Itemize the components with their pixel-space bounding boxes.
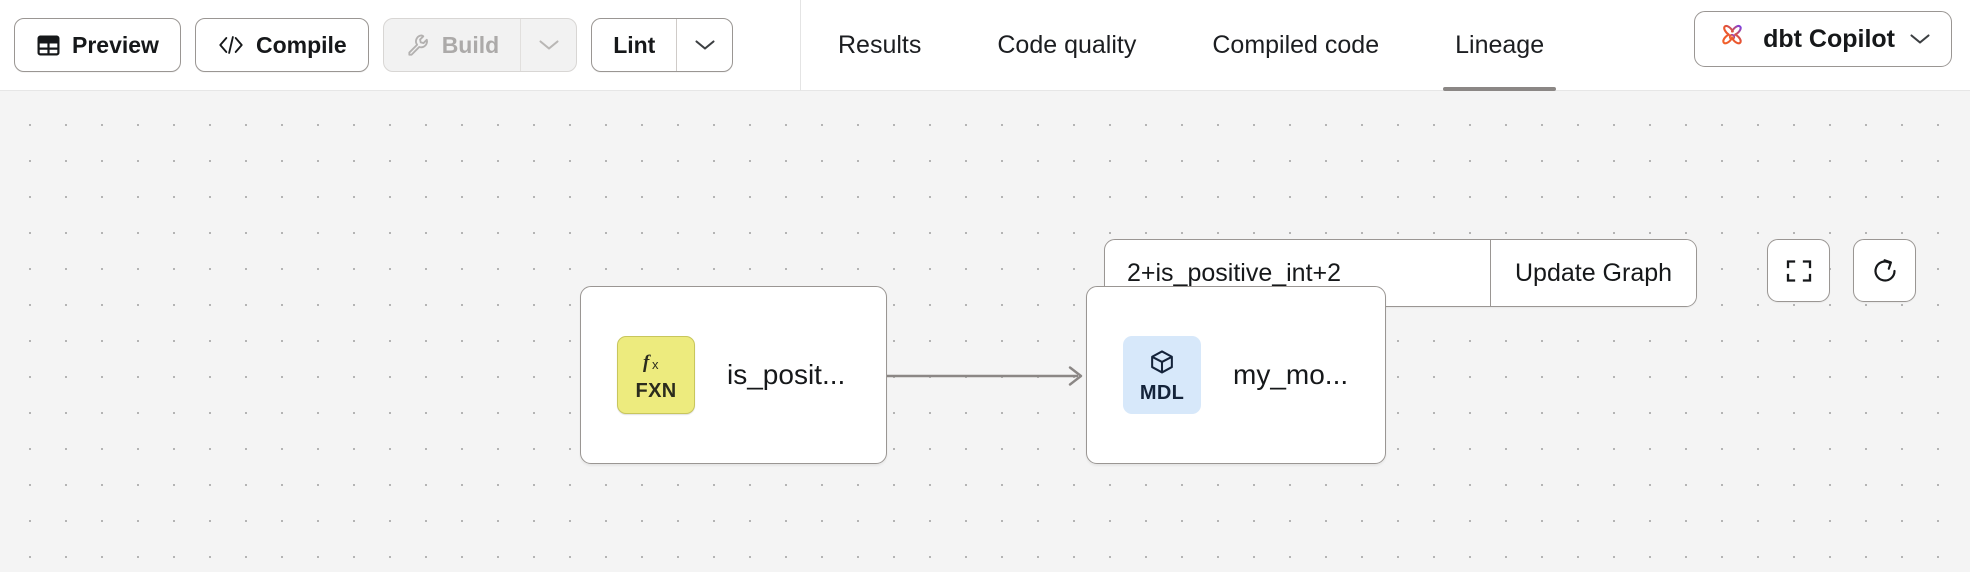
reset-graph-button[interactable] xyxy=(1853,239,1916,302)
header-bar: Preview Compile xyxy=(0,0,1970,91)
tab-results[interactable]: Results xyxy=(800,0,959,91)
build-button: Build xyxy=(384,19,521,71)
model-node-label: my_mo... xyxy=(1233,359,1349,390)
cube-icon xyxy=(1147,348,1177,382)
code-icon xyxy=(217,34,245,56)
tab-compiled-code[interactable]: Compiled code xyxy=(1174,0,1417,91)
lint-dropdown-toggle[interactable] xyxy=(676,19,732,71)
tab-compiled-code-label: Compiled code xyxy=(1212,31,1380,59)
model-node-badge: MDL xyxy=(1123,336,1201,414)
tab-code-quality[interactable]: Code quality xyxy=(959,0,1174,91)
tab-code-quality-label: Code quality xyxy=(997,31,1137,59)
lint-button-group[interactable]: Lint xyxy=(591,18,734,72)
svg-text:x: x xyxy=(652,357,659,372)
tab-lineage-label: Lineage xyxy=(1455,31,1545,59)
compile-button[interactable]: Compile xyxy=(194,18,369,72)
lint-button-label: Lint xyxy=(613,31,656,58)
dbt-copilot-label: dbt Copilot xyxy=(1763,24,1895,53)
wrench-icon xyxy=(405,32,431,58)
table-icon xyxy=(36,33,61,58)
dbt-copilot-button[interactable]: dbt Copilot xyxy=(1694,11,1952,67)
lint-button[interactable]: Lint xyxy=(592,19,676,71)
fit-view-button[interactable] xyxy=(1767,239,1830,302)
build-button-label: Build xyxy=(441,31,500,58)
function-icon: f x xyxy=(641,350,671,380)
chevron-down-icon xyxy=(1909,32,1931,46)
fit-view-icon xyxy=(1784,256,1814,286)
tab-lineage[interactable]: Lineage xyxy=(1417,0,1582,91)
function-node-badge: f x FXN xyxy=(617,336,695,414)
dbt-copilot-atom-icon xyxy=(1715,22,1749,56)
tab-bar: Results Code quality Compiled code Linea… xyxy=(800,0,1582,91)
lineage-node-model[interactable]: MDL my_mo... xyxy=(1086,286,1386,464)
model-badge-label: MDL xyxy=(1139,381,1185,404)
refresh-icon xyxy=(1870,256,1900,286)
lineage-canvas[interactable]: Update Graph xyxy=(0,91,1970,572)
action-toolbar: Preview Compile xyxy=(14,0,734,90)
preview-button-label: Preview xyxy=(72,31,159,58)
function-node-label: is_posit... xyxy=(727,359,846,390)
update-graph-label: Update Graph xyxy=(1515,258,1673,287)
tab-active-underline xyxy=(1443,87,1557,91)
function-badge-label: FXN xyxy=(635,379,677,402)
toolbar-tabs-divider xyxy=(800,0,801,91)
build-button-group: Build xyxy=(382,18,578,72)
update-graph-button[interactable]: Update Graph xyxy=(1490,240,1697,306)
lineage-edge xyxy=(880,366,1083,386)
svg-text:f: f xyxy=(643,352,651,373)
build-dropdown-toggle xyxy=(520,19,576,71)
tab-results-label: Results xyxy=(838,31,922,59)
graph-selector-group: Update Graph xyxy=(1104,239,1698,307)
preview-button[interactable]: Preview xyxy=(14,18,181,72)
compile-button-label: Compile xyxy=(255,31,347,58)
lineage-node-function[interactable]: f x FXN is_posit... xyxy=(580,286,887,464)
